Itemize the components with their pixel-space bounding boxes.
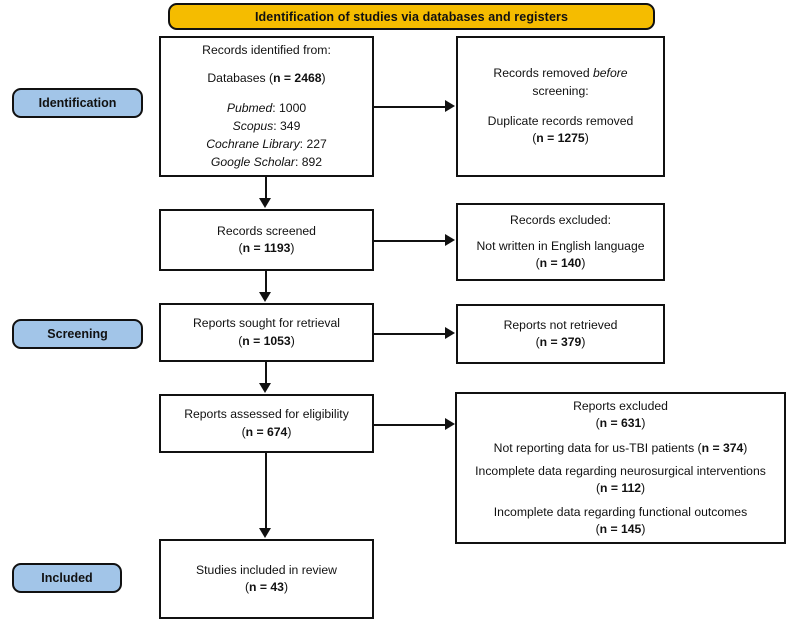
source-item: Pubmed: 1000: [226, 100, 307, 115]
box-records-excluded: Records excluded: Not written in English…: [456, 203, 665, 281]
reports-not-retrieved-count: (n = 379): [535, 335, 586, 349]
records-excluded-count: (n = 140): [535, 256, 586, 271]
arrowhead-down-4: [259, 528, 271, 538]
phase-banner-identification: Identification of studies via databases …: [168, 3, 655, 30]
connector-vertical-2: [265, 271, 267, 293]
arrowhead-down-3: [259, 383, 271, 393]
records-screened-count: (n = 1193): [238, 241, 295, 255]
reports-excluded-reason-3-count: (n = 145): [595, 521, 646, 536]
source-item: Cochrane Library: 227: [206, 136, 327, 151]
reports-sought-count: (n = 1053): [238, 333, 295, 348]
studies-included-title: Studies included in review: [196, 562, 337, 577]
source-item: Scopus: 349: [232, 118, 301, 133]
box-reports-excluded: Reports excluded (n = 631) Not reporting…: [455, 392, 786, 544]
stage-label-identification: Identification: [12, 88, 143, 118]
reports-excluded-title: Reports excluded: [573, 399, 668, 413]
reports-excluded-reason-2-count: (n = 112): [595, 481, 646, 496]
connector-horizontal-1: [374, 106, 446, 108]
reports-assessed-title: Reports assessed for eligibility: [184, 407, 349, 422]
connector-horizontal-4: [374, 424, 446, 426]
arrowhead-down-1: [259, 198, 271, 208]
phase-banner-label: Identification of studies via databases …: [254, 9, 569, 24]
reports-assessed-count: (n = 674): [241, 424, 292, 439]
source-item: Google Scholar: 892: [210, 154, 323, 169]
box-reports-not-retrieved: Reports not retrieved (n = 379): [456, 304, 665, 364]
reports-excluded-reason-2: Incomplete data regarding neurosurgical …: [475, 464, 766, 479]
reports-excluded-reason-1: Not reporting data for us-TBI patients (…: [493, 440, 748, 455]
box-records-identified: Records identified from: Databases (n = …: [159, 36, 374, 177]
box-records-screened: Records screened (n = 1193): [159, 209, 374, 271]
records-removed-title: Records removed before: [493, 66, 628, 81]
box-reports-sought: Reports sought for retrieval (n = 1053): [159, 303, 374, 362]
studies-included-count: (n = 43): [244, 580, 288, 594]
reports-sought-title: Reports sought for retrieval: [193, 316, 340, 331]
stage-label-screening: Screening: [12, 319, 143, 349]
connector-vertical-1: [265, 177, 267, 199]
records-excluded-title: Records excluded:: [510, 212, 611, 227]
reports-excluded-count: (n = 631): [595, 416, 646, 431]
stage-label-identification-text: Identification: [38, 96, 117, 110]
records-identified-source-list: Pubmed: 1000 Scopus: 349 Cochrane Librar…: [206, 99, 327, 171]
stage-label-included-text: Included: [41, 571, 93, 585]
reports-not-retrieved-title: Reports not retrieved: [503, 317, 618, 332]
arrowhead-right-2: [445, 234, 455, 246]
records-removed-title2: screening:: [532, 83, 589, 98]
records-screened-title: Records screened: [217, 223, 316, 238]
connector-horizontal-2: [374, 240, 446, 242]
stage-label-screening-text: Screening: [47, 327, 108, 341]
arrowhead-right-4: [445, 418, 455, 430]
box-records-removed: Records removed before screening: Duplic…: [456, 36, 665, 177]
box-reports-assessed: Reports assessed for eligibility (n = 67…: [159, 394, 374, 453]
box-studies-included: Studies included in review (n = 43): [159, 539, 374, 619]
connector-vertical-4: [265, 453, 267, 529]
arrowhead-right-3: [445, 327, 455, 339]
connector-vertical-3: [265, 362, 267, 384]
arrowhead-down-2: [259, 292, 271, 302]
connector-horizontal-3: [374, 333, 446, 335]
records-identified-databases: Databases (n = 2468): [207, 71, 326, 86]
reports-excluded-reason-3: Incomplete data regarding functional out…: [493, 504, 748, 519]
records-identified-title: Records identified from:: [202, 43, 331, 57]
records-removed-reason: Duplicate records removed: [487, 114, 634, 128]
records-removed-count: (n = 1275): [532, 131, 589, 146]
stage-label-included: Included: [12, 563, 122, 593]
arrowhead-right-1: [445, 100, 455, 112]
records-excluded-reason: Not written in English language: [476, 238, 645, 253]
